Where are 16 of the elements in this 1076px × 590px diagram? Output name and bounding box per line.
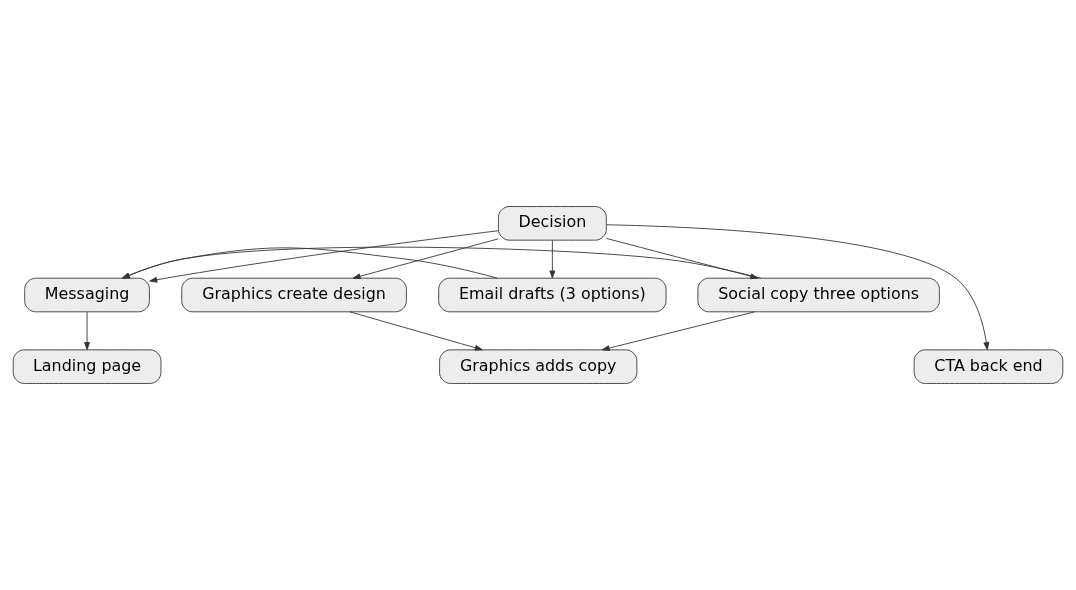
arrow [352, 238, 499, 280]
node-box: Decision [497, 206, 607, 241]
arrow [549, 240, 556, 279]
node-box: Email drafts (3 options) [438, 277, 667, 313]
node-box: Landing page [12, 349, 162, 384]
arrow [601, 311, 756, 351]
node-box: Social copy three options [697, 277, 940, 313]
arrow [84, 311, 90, 351]
arrow [121, 247, 498, 279]
arrow [349, 311, 483, 351]
arrow [606, 224, 990, 351]
node-box: CTA back end [913, 349, 1064, 384]
node-box: Messaging [24, 277, 150, 313]
arrow [149, 230, 499, 283]
node-box: Graphics adds copy [439, 349, 638, 384]
node-box: Graphics create design [181, 277, 407, 313]
